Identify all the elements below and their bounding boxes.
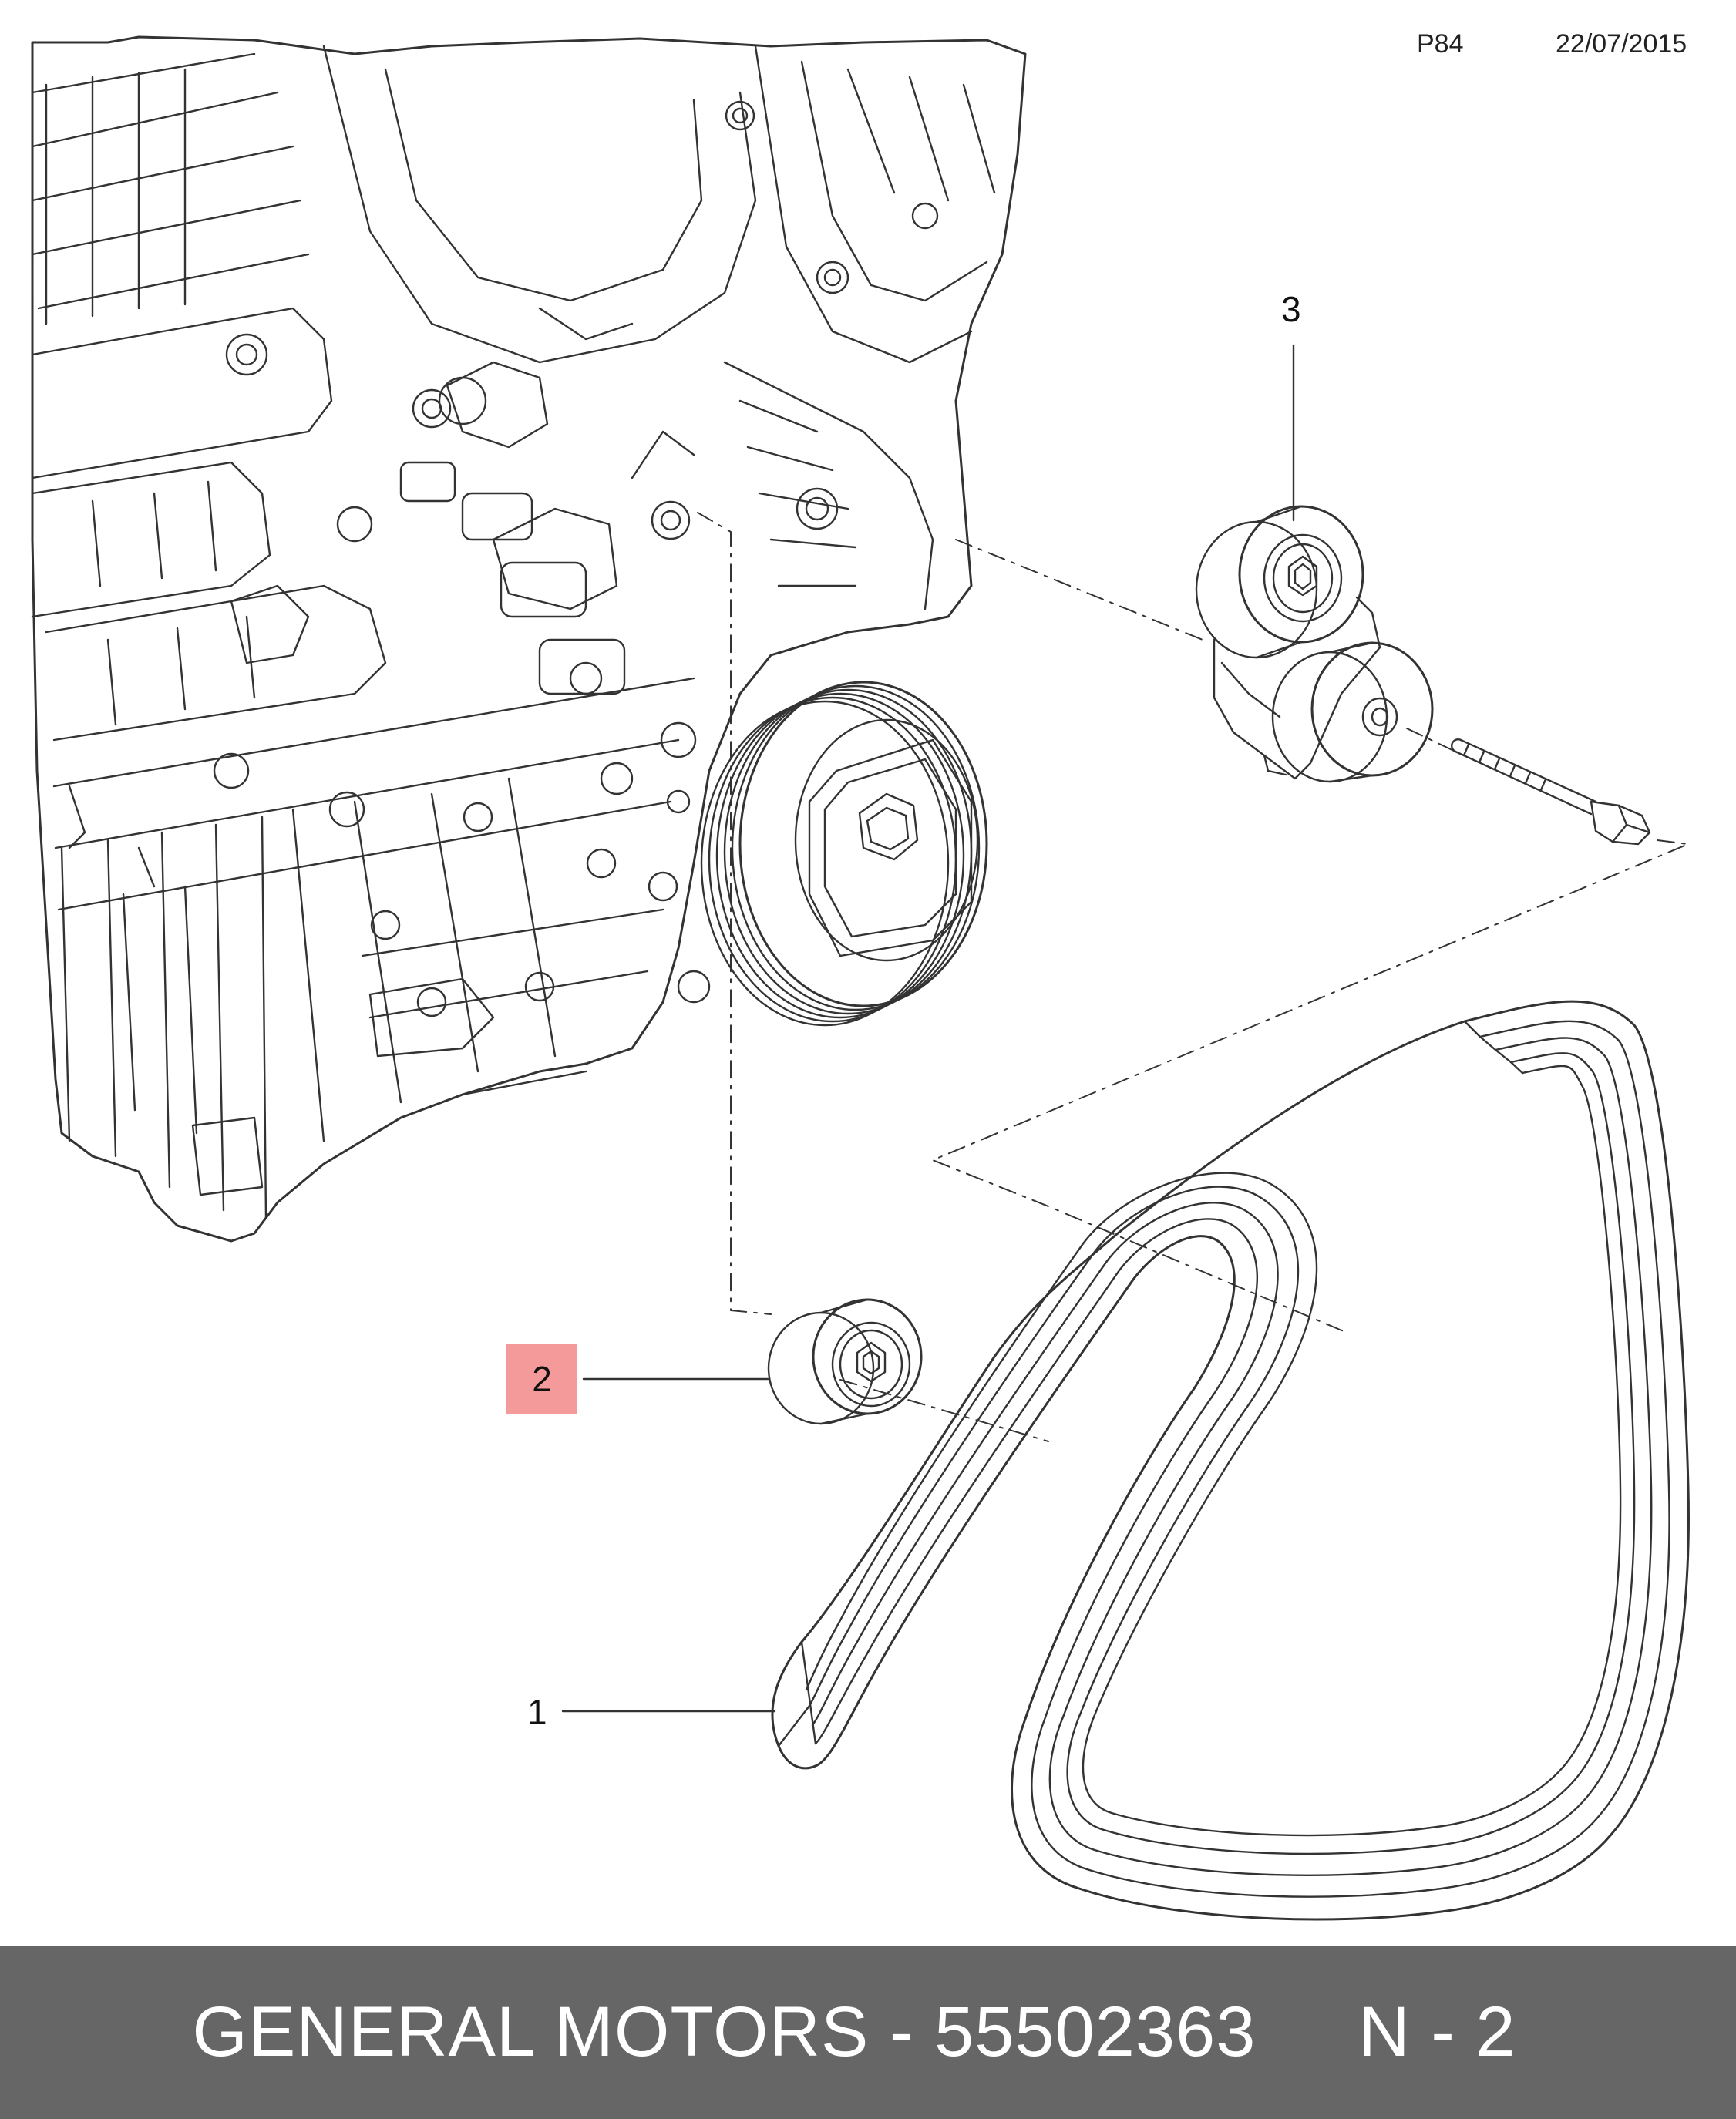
serpentine-belt bbox=[771, 1000, 1690, 1921]
callout-leader-lines bbox=[561, 344, 1295, 1713]
diagram-date: 22/07/2015 bbox=[1556, 29, 1687, 59]
callout-tensioner: 3 bbox=[1281, 289, 1301, 329]
callout-idler-pulley-highlighted: 2 bbox=[506, 1344, 577, 1414]
crankshaft-pulley bbox=[700, 681, 988, 1027]
engine-block bbox=[31, 35, 1027, 1243]
assembly-guide-lines bbox=[697, 512, 1689, 1442]
callout-belt: 1 bbox=[527, 1692, 547, 1732]
part-number-caption: GENERAL MOTORS - 55502363 N - 2 bbox=[192, 1993, 1516, 2071]
idler-pulley bbox=[767, 1298, 923, 1425]
belt-tensioner bbox=[1195, 505, 1434, 783]
footer-banner: GENERAL MOTORS - 55502363 N - 2 bbox=[0, 1946, 1736, 2119]
tensioner-bolt bbox=[1451, 738, 1651, 846]
exploded-parts-diagram bbox=[31, 35, 1690, 1921]
page-code: P84 bbox=[1417, 29, 1464, 59]
callout-idler-pulley-label: 2 bbox=[532, 1359, 552, 1399]
